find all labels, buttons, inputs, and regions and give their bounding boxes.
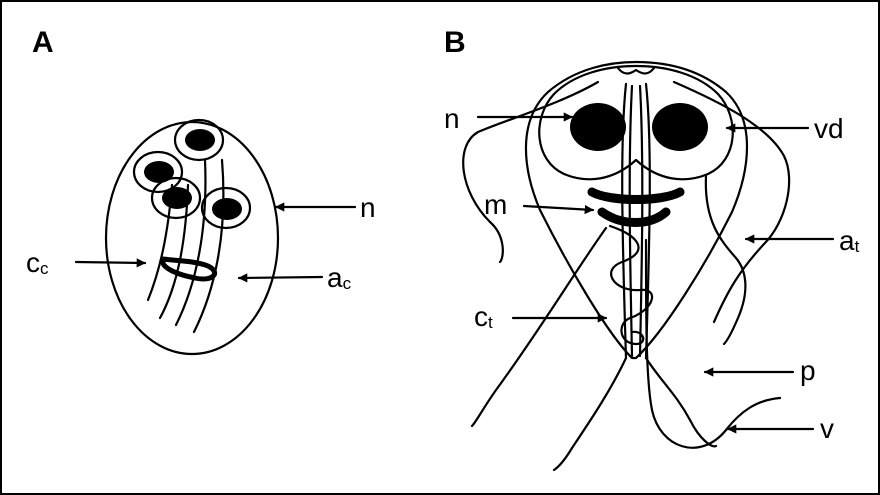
troph-vd-label: vd xyxy=(814,113,844,144)
ventral-flagellum xyxy=(646,240,780,448)
cyst-curved-bodies xyxy=(163,259,215,279)
nucleus-left xyxy=(570,103,626,151)
cyst-axonemes xyxy=(148,160,223,332)
troph-m-arrow xyxy=(524,206,593,210)
troph-c-label: ct xyxy=(474,301,493,332)
troph-m-label: m xyxy=(484,189,507,220)
anterior-notch xyxy=(618,68,654,74)
panel-b: B n xyxy=(444,26,860,470)
posterolateral-flagellum-right xyxy=(706,176,746,344)
cyst-wall xyxy=(106,122,278,354)
nucleus-right xyxy=(652,103,708,151)
cyst-n-label: n xyxy=(360,192,376,223)
troph-v-label: v xyxy=(820,413,834,444)
median-body-lower xyxy=(602,212,666,223)
panel-b-letter: B xyxy=(444,26,466,59)
troph-n-label: n xyxy=(444,103,460,134)
panel-a: A n cc ac xyxy=(26,26,376,354)
cyst-c-arrow xyxy=(76,262,145,263)
cyst-c-label: cc xyxy=(26,247,49,278)
troph-p-label: p xyxy=(800,355,816,386)
cyst-a-arrow xyxy=(239,277,322,278)
caudal-flagellum-left xyxy=(554,358,626,470)
trophozoite-body xyxy=(526,62,747,358)
panel-a-letter: A xyxy=(32,26,54,59)
anterior-flagellum-left xyxy=(463,82,598,262)
cyst-a-label: ac xyxy=(327,262,352,293)
median-body-upper xyxy=(592,192,680,200)
troph-a-label: at xyxy=(839,225,860,256)
